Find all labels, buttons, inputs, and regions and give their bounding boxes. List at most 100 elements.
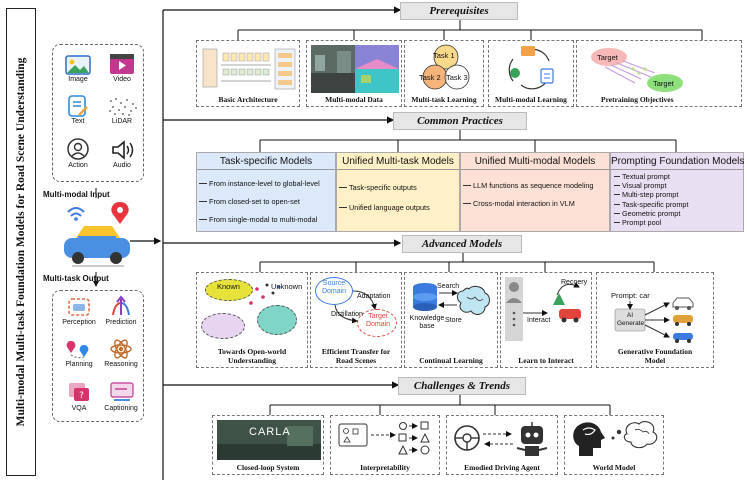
- card-learn-to-interact: Recoery Interact Learn to Interact: [500, 272, 592, 368]
- prompt-list: Textual prompt Visual prompt Multi-step …: [613, 172, 689, 227]
- card-label-embodied-agent: Emodied Driving Agent: [464, 462, 540, 472]
- column-header-unified-multi-task: Unified Multi-task Models: [337, 153, 459, 170]
- lidar-icon: [109, 98, 137, 116]
- input-label-lidar: LiDAR: [111, 118, 133, 125]
- output-label-captioning: Captioning: [104, 405, 138, 412]
- output-label-perception: Perception: [62, 319, 96, 326]
- target-label-1: Target: [597, 53, 618, 62]
- card-generative-foundation: Prompt: car AI Generate Generative Found…: [596, 272, 714, 368]
- known-cluster: [205, 279, 253, 301]
- card-label-multi-task-learning: Multi-task Learning: [411, 94, 477, 104]
- action-icon: [67, 138, 89, 160]
- card-label-continual-learning: Continual Learning: [419, 355, 483, 365]
- output-label-planning: Planning: [65, 361, 93, 368]
- video-icon: [110, 54, 134, 74]
- distillation-label: Distillation: [331, 311, 363, 318]
- prompt-item: Task-specific prompt: [613, 200, 689, 209]
- architecture-diagram: [202, 48, 296, 90]
- adaptation-label: Adaptation: [357, 293, 391, 300]
- prompt-item: Prompt pool: [613, 218, 689, 227]
- column-item: From instance-level to global-level: [199, 179, 320, 188]
- generative-diagram: [614, 297, 694, 343]
- cycle-diagram: [508, 46, 554, 90]
- column-task-specific-models: Task-specific Models From instance-level…: [196, 152, 336, 232]
- card-label-pretraining-objectives: Pretraining Objectives: [601, 94, 674, 104]
- card-multi-modal-learning: Multi-modal Learning: [488, 40, 574, 107]
- input-label-action: Action: [68, 162, 88, 169]
- input-label-text: Text: [71, 118, 85, 125]
- card-world-model: World Model: [564, 415, 664, 475]
- reasoning-icon: [110, 339, 132, 359]
- vertical-title-panel: Multi-modal Multi-task Foundation Models…: [0, 0, 42, 483]
- output-label-vqa: VQA: [71, 405, 87, 412]
- pretraining-target-diagram: [591, 48, 683, 92]
- section-title-common-practices: Common Practices: [393, 112, 527, 130]
- card-multi-task-learning: Task 1 Task 2 Task 3 Multi-task Learning: [404, 40, 484, 107]
- card-pretraining-objectives: Target Target Pretraining Objectives: [576, 40, 742, 107]
- task-label-3: Task 3: [446, 73, 468, 82]
- task-label-1: Task 1: [433, 51, 455, 60]
- prediction-icon: [112, 295, 130, 316]
- transfer-arrows: [334, 290, 377, 324]
- card-label-closed-loop: Closed-loop System: [236, 462, 300, 472]
- output-label-reasoning: Reasoning: [104, 361, 138, 368]
- section-title-challenges: Challenges & Trends: [398, 377, 526, 395]
- input-label-video: Video: [113, 76, 131, 83]
- column-unified-multi-task-models: Unified Multi-task Models Task-specific …: [336, 152, 460, 232]
- carla-screenshot: [217, 420, 321, 460]
- interact-diagram: [505, 277, 581, 341]
- interact-label: Interact: [527, 317, 551, 324]
- card-label-open-world: Towards Open-world Understanding: [217, 347, 287, 365]
- multi-task-output-label: Multi-task Output: [43, 274, 109, 283]
- card-label-multi-modal-learning: Multi-modal Learning: [495, 94, 567, 104]
- column-item: Task-specific outputs: [339, 183, 417, 192]
- card-open-world: Known Unknown Towards Open-world Underst…: [196, 272, 308, 368]
- recovery-label: Recoery: [561, 279, 588, 286]
- planning-icon: [66, 341, 89, 359]
- image-icon: [65, 55, 91, 75]
- store-label: Store: [445, 317, 462, 324]
- open-world-points: [249, 283, 281, 305]
- ai-generate-label: AI Generate: [617, 312, 645, 327]
- input-label-audio: Audio: [113, 162, 131, 169]
- vqa-icon: ?: [69, 383, 89, 401]
- card-efficient-transfer: Source Domain Target Domain Adaptation D…: [310, 272, 402, 368]
- vertical-title-border: [6, 8, 36, 476]
- task-label-2: Task 2: [419, 73, 441, 82]
- multi-task-output-box: Perception Prediction Planning Reasoning…: [52, 290, 144, 422]
- column-item: LLM functions as sequence modeling: [462, 181, 594, 190]
- cluster-purple: [201, 313, 245, 339]
- multi-modal-data-image: [311, 45, 399, 93]
- card-embodied-driving-agent: Emodied Driving Agent: [446, 415, 558, 475]
- card-label-efficient-transfer: Efficient Transfer for Road Scenes: [321, 347, 391, 365]
- column-header-task-specific: Task-specific Models: [197, 153, 335, 170]
- svg-text:?: ?: [79, 391, 84, 401]
- source-domain-ellipse: [315, 277, 353, 305]
- output-label-prediction: Prediction: [105, 319, 137, 326]
- card-interpretability: Interpretability: [330, 415, 440, 475]
- column-unified-multi-modal-models: Unified Multi-modal Models LLM functions…: [460, 152, 610, 232]
- carla-logo-text: CARLA: [249, 426, 291, 438]
- car-icon: [64, 202, 130, 267]
- section-title-advanced-models: Advanced Models: [402, 235, 522, 253]
- captioning-icon: [110, 382, 134, 401]
- known-label: Known: [217, 282, 240, 291]
- card-label-generative-foundation: Generative Foundation Model: [617, 347, 693, 365]
- card-label-multi-modal-data: Multi-modal Data: [325, 94, 383, 104]
- interpretability-diagram: [338, 421, 430, 455]
- column-item: From single-modal to multi-modal: [198, 215, 318, 224]
- card-label-learn-to-interact: Learn to Interact: [518, 355, 574, 365]
- target-label-2: Target: [653, 79, 674, 88]
- multi-modal-input-label: Multi-modal Input: [43, 190, 110, 199]
- card-basic-architecture: Basic Architecture: [196, 40, 300, 107]
- section-title-prerequisites: Prerequisites: [400, 2, 518, 20]
- perception-icon: [68, 298, 90, 316]
- prompt-item: Multi-step prompt: [613, 190, 689, 199]
- prompt-item: Geometric prompt: [613, 209, 689, 218]
- column-header-prompting: Prompting Foundation Models: [611, 153, 744, 170]
- column-prompting-foundation-models: Prompting Foundation Models Textual prom…: [610, 152, 744, 232]
- target-domain-label: Target Domain: [365, 313, 391, 328]
- multi-modal-input-box: Image Video Text LiDAR Action Audio: [52, 44, 144, 182]
- card-label-world-model: World Model: [592, 462, 636, 472]
